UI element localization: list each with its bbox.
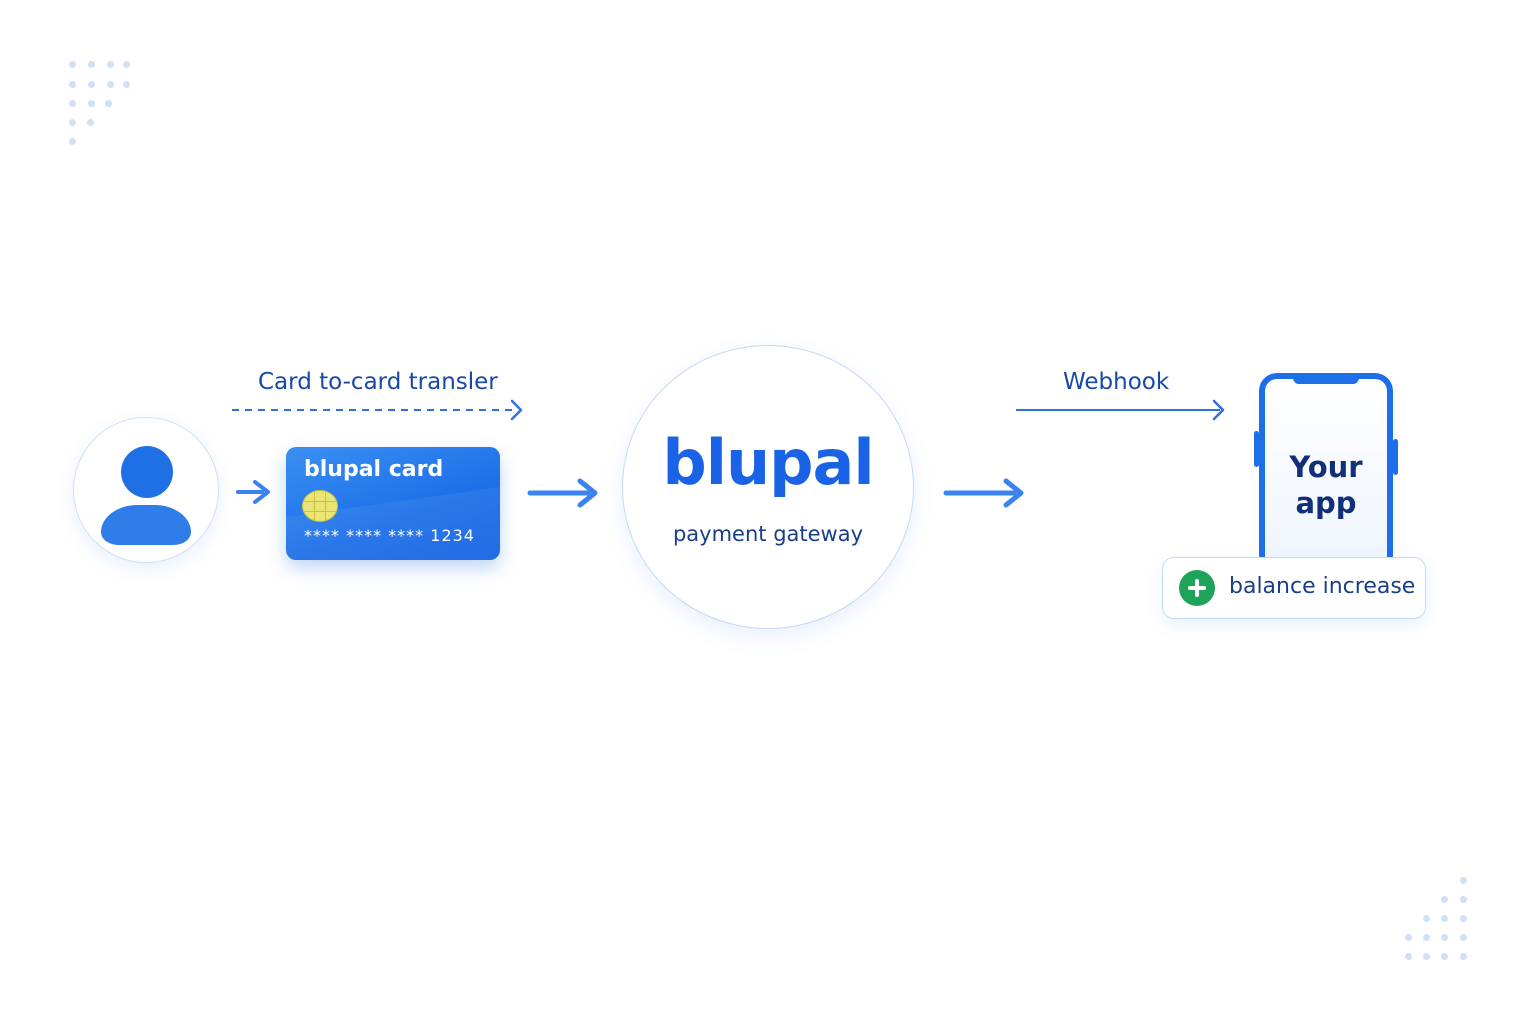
arrow-user-to-card [236,480,270,504]
plus-icon [1179,570,1215,606]
app-label-line2: app [1295,486,1357,520]
gateway-subtitle: payment gateway [672,522,864,546]
transfer-label: Card to-card transler [258,369,498,395]
card-number: **** **** **** 1234 [304,526,475,545]
gateway-brand: blupal [662,426,874,499]
arrow-gateway-to-app [943,478,1024,508]
webhook-label: Webhook [1063,369,1170,395]
arrow-webhook [1016,399,1225,421]
arrow-card-to-gateway [527,478,598,508]
blupal-card: blupal card **** **** **** 1234 [286,447,500,560]
balance-increase-badge: balance increase [1162,557,1426,619]
user-node [73,417,219,563]
balance-label: balance increase [1229,574,1416,599]
app-label-line1: Your [1289,450,1363,484]
arrow-card-transfer-dashed [232,399,523,421]
card-chip-icon [302,490,338,522]
payment-gateway-node: blupal payment gateway [622,345,914,629]
phone-icon: Your app [1254,373,1398,573]
card-title: blupal card [304,457,444,482]
app-label: Your app [1265,449,1387,521]
